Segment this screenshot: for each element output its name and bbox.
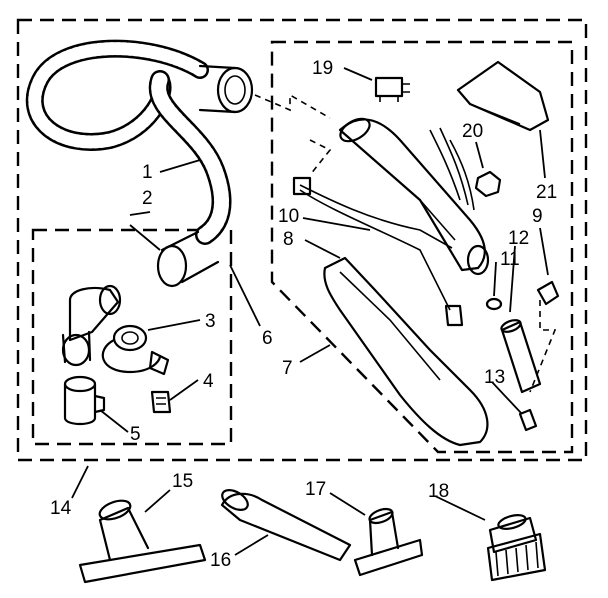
callout-17: 17 <box>305 479 326 500</box>
fastener <box>518 408 538 432</box>
callout-7: 7 <box>282 358 293 379</box>
floor-brush <box>78 499 207 584</box>
assembly-boundary-outer <box>16 18 588 462</box>
nozzle-cover <box>456 60 550 132</box>
callout-12: 12 <box>508 228 529 249</box>
connector <box>63 375 106 426</box>
guide-line-switch <box>309 139 332 176</box>
callout-6: 6 <box>262 328 273 349</box>
callout-11: 11 <box>500 249 520 270</box>
callout-16: 16 <box>210 550 231 571</box>
cap-with-strap <box>101 324 170 376</box>
handle-lower <box>323 256 489 447</box>
small-clip <box>536 280 560 306</box>
callout-labels: 1 2 3 4 5 6 7 8 9 10 11 12 13 14 15 16 1… <box>50 58 557 571</box>
callout-8: 8 <box>283 229 294 250</box>
dusting-brush <box>486 514 547 582</box>
callout-13: 13 <box>484 367 505 388</box>
tube <box>500 319 542 394</box>
handle-upper <box>338 117 490 327</box>
hose <box>25 39 254 288</box>
callout-19: 19 <box>312 58 333 79</box>
callout-2: 2 <box>142 188 153 209</box>
callout-5: 5 <box>130 424 141 445</box>
switch <box>374 76 410 102</box>
callout-10: 10 <box>278 206 299 227</box>
guide-line-upper <box>254 93 331 119</box>
nut <box>474 170 502 198</box>
upholstery-tool <box>353 507 424 577</box>
callout-9: 9 <box>532 206 543 227</box>
callout-21: 21 <box>536 182 557 203</box>
callout-3: 3 <box>205 311 216 332</box>
callout-15: 15 <box>172 471 193 492</box>
swivel-elbow <box>61 284 122 367</box>
guide-line-tube <box>529 300 557 393</box>
callout-20: 20 <box>462 121 483 142</box>
clip <box>150 390 172 414</box>
callout-14: 14 <box>50 498 72 519</box>
assembly-boundary-handle <box>270 40 574 454</box>
leader-lines <box>71 67 549 556</box>
assembly-boundary-fittings <box>31 228 233 446</box>
callout-4: 4 <box>203 371 214 392</box>
o-ring <box>485 297 503 311</box>
crevice-tool <box>220 489 352 562</box>
wire-harness <box>292 127 475 311</box>
callout-1: 1 <box>142 162 153 183</box>
callout-18: 18 <box>428 481 449 502</box>
